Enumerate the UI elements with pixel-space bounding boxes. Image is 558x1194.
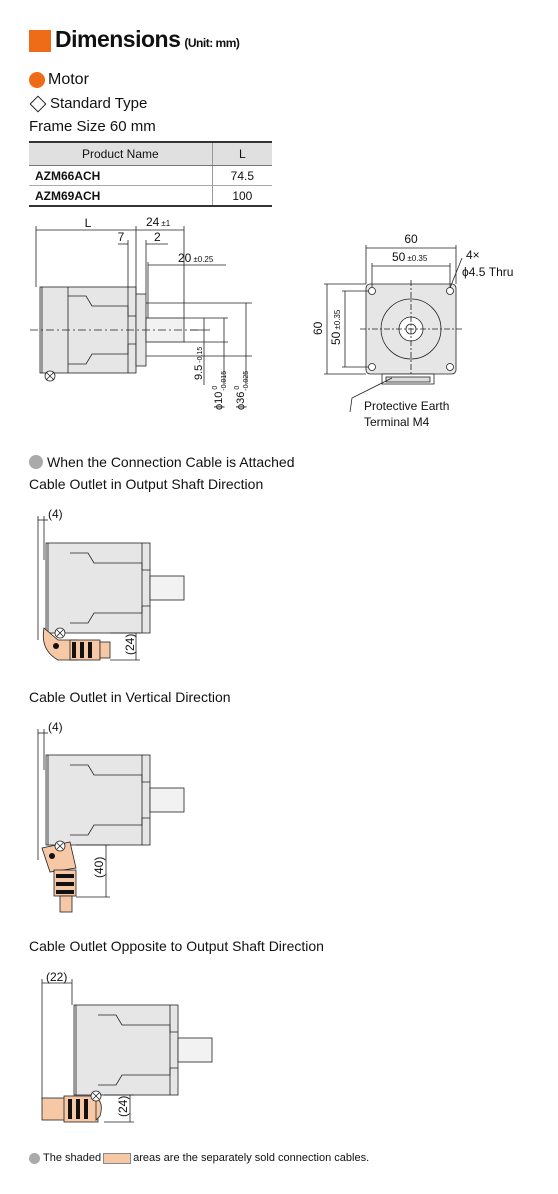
section-heading-text: Motor [48,71,89,88]
cable-section-heading: When the Connection Cable is Attached [29,454,295,470]
dim-24-label: 24±1 [146,215,171,229]
outlet-vertical-direction-drawing: (4) (40) [37,720,185,913]
dim-60-top-label: 60 [404,232,418,246]
dim-phi10-label: ϕ100-0.015 [212,371,228,410]
type-heading: Standard Type [29,95,147,112]
dim-60-left-label: 60 [311,321,325,335]
column-header-l: L [211,141,272,166]
gray-bullet-icon [29,455,43,469]
outlet-shaft-direction-drawing: (4) (24) [37,507,185,661]
footnote-text-before: The shaded [43,1152,102,1164]
cable-section-heading-text: When the Connection Cable is Attached [47,454,295,470]
product-name-cell: AZM69ACH [29,185,213,207]
dim-l-label: L [85,216,92,230]
page-title: Dimensions(Unit: mm) [55,26,240,53]
frame-size-label: Frame Size 60 mm [29,118,156,135]
outlet-3-dim-top: (22) [46,970,67,984]
outlet-opposite-direction-drawing: (22) (24) [41,970,213,1123]
dim-7-label: 7 [118,230,125,244]
table-row: AZM66ACH 74.5 [29,165,272,186]
dim-2-label: 2 [154,230,161,244]
length-cell: 100 [211,185,272,207]
section-heading: Motor [29,71,89,89]
orange-bullet-icon [29,72,45,88]
outlet-2-dim-top: (4) [48,720,63,734]
length-cell: 74.5 [211,165,272,186]
pe-label-line2: Terminal M4 [364,415,430,429]
outlet-3-dim-side: (24) [116,1096,130,1117]
column-header-product-name: Product Name [29,141,213,166]
footnote-text-after: areas are the separately sold connection… [133,1152,370,1164]
unit-label: (Unit: mm) [184,36,240,50]
gray-bullet-icon [29,1152,40,1164]
motor-front-view-drawing: 60 50±0.35 60 50±0.35 4× ϕ4.5 Thru Prote… [311,232,513,429]
product-table: Product Name L AZM66ACH 74.5 AZM69ACH 10… [29,141,272,207]
dim-phi36-label: ϕ360-0.025 [234,371,250,410]
page-title-text: Dimensions [55,26,181,52]
motor-body [39,286,137,374]
dim-50-top-label: 50±0.35 [392,250,428,264]
outlet-2-dim-side: (40) [92,857,106,878]
product-name-cell: AZM66ACH [29,165,213,186]
outlet-title: Cable Outlet in Output Shaft Direction [29,476,264,492]
header-accent-square [29,30,51,52]
pe-label-line1: Protective Earth [364,399,449,413]
diamond-bullet-icon [29,95,47,112]
motor-side-view-drawing: L 24±1 7 2 20±0.25 9.5-0.15 ϕ100-0.015 ϕ… [30,215,252,410]
outlet-1-dim-side: (24) [123,634,137,655]
table-row: AZM69ACH 100 [29,185,272,207]
outlet-title: Cable Outlet Opposite to Output Shaft Di… [29,938,324,954]
footnote: The shaded areas are the separately sold… [29,1152,369,1164]
outlet-1-dim-top: (4) [48,507,63,521]
type-heading-text: Standard Type [50,95,148,112]
dim-9-5-label: 9.5-0.15 [193,347,205,380]
outlet-title: Cable Outlet in Vertical Direction [29,689,231,705]
dim-50-left-label: 50±0.35 [329,309,343,345]
holes-count-label: 4× [466,248,480,262]
holes-spec-label: ϕ4.5 Thru [462,265,513,279]
table-header-row: Product Name L [29,141,272,166]
cable-swatch [103,1152,132,1164]
dim-20-label: 20±0.25 [178,251,214,265]
